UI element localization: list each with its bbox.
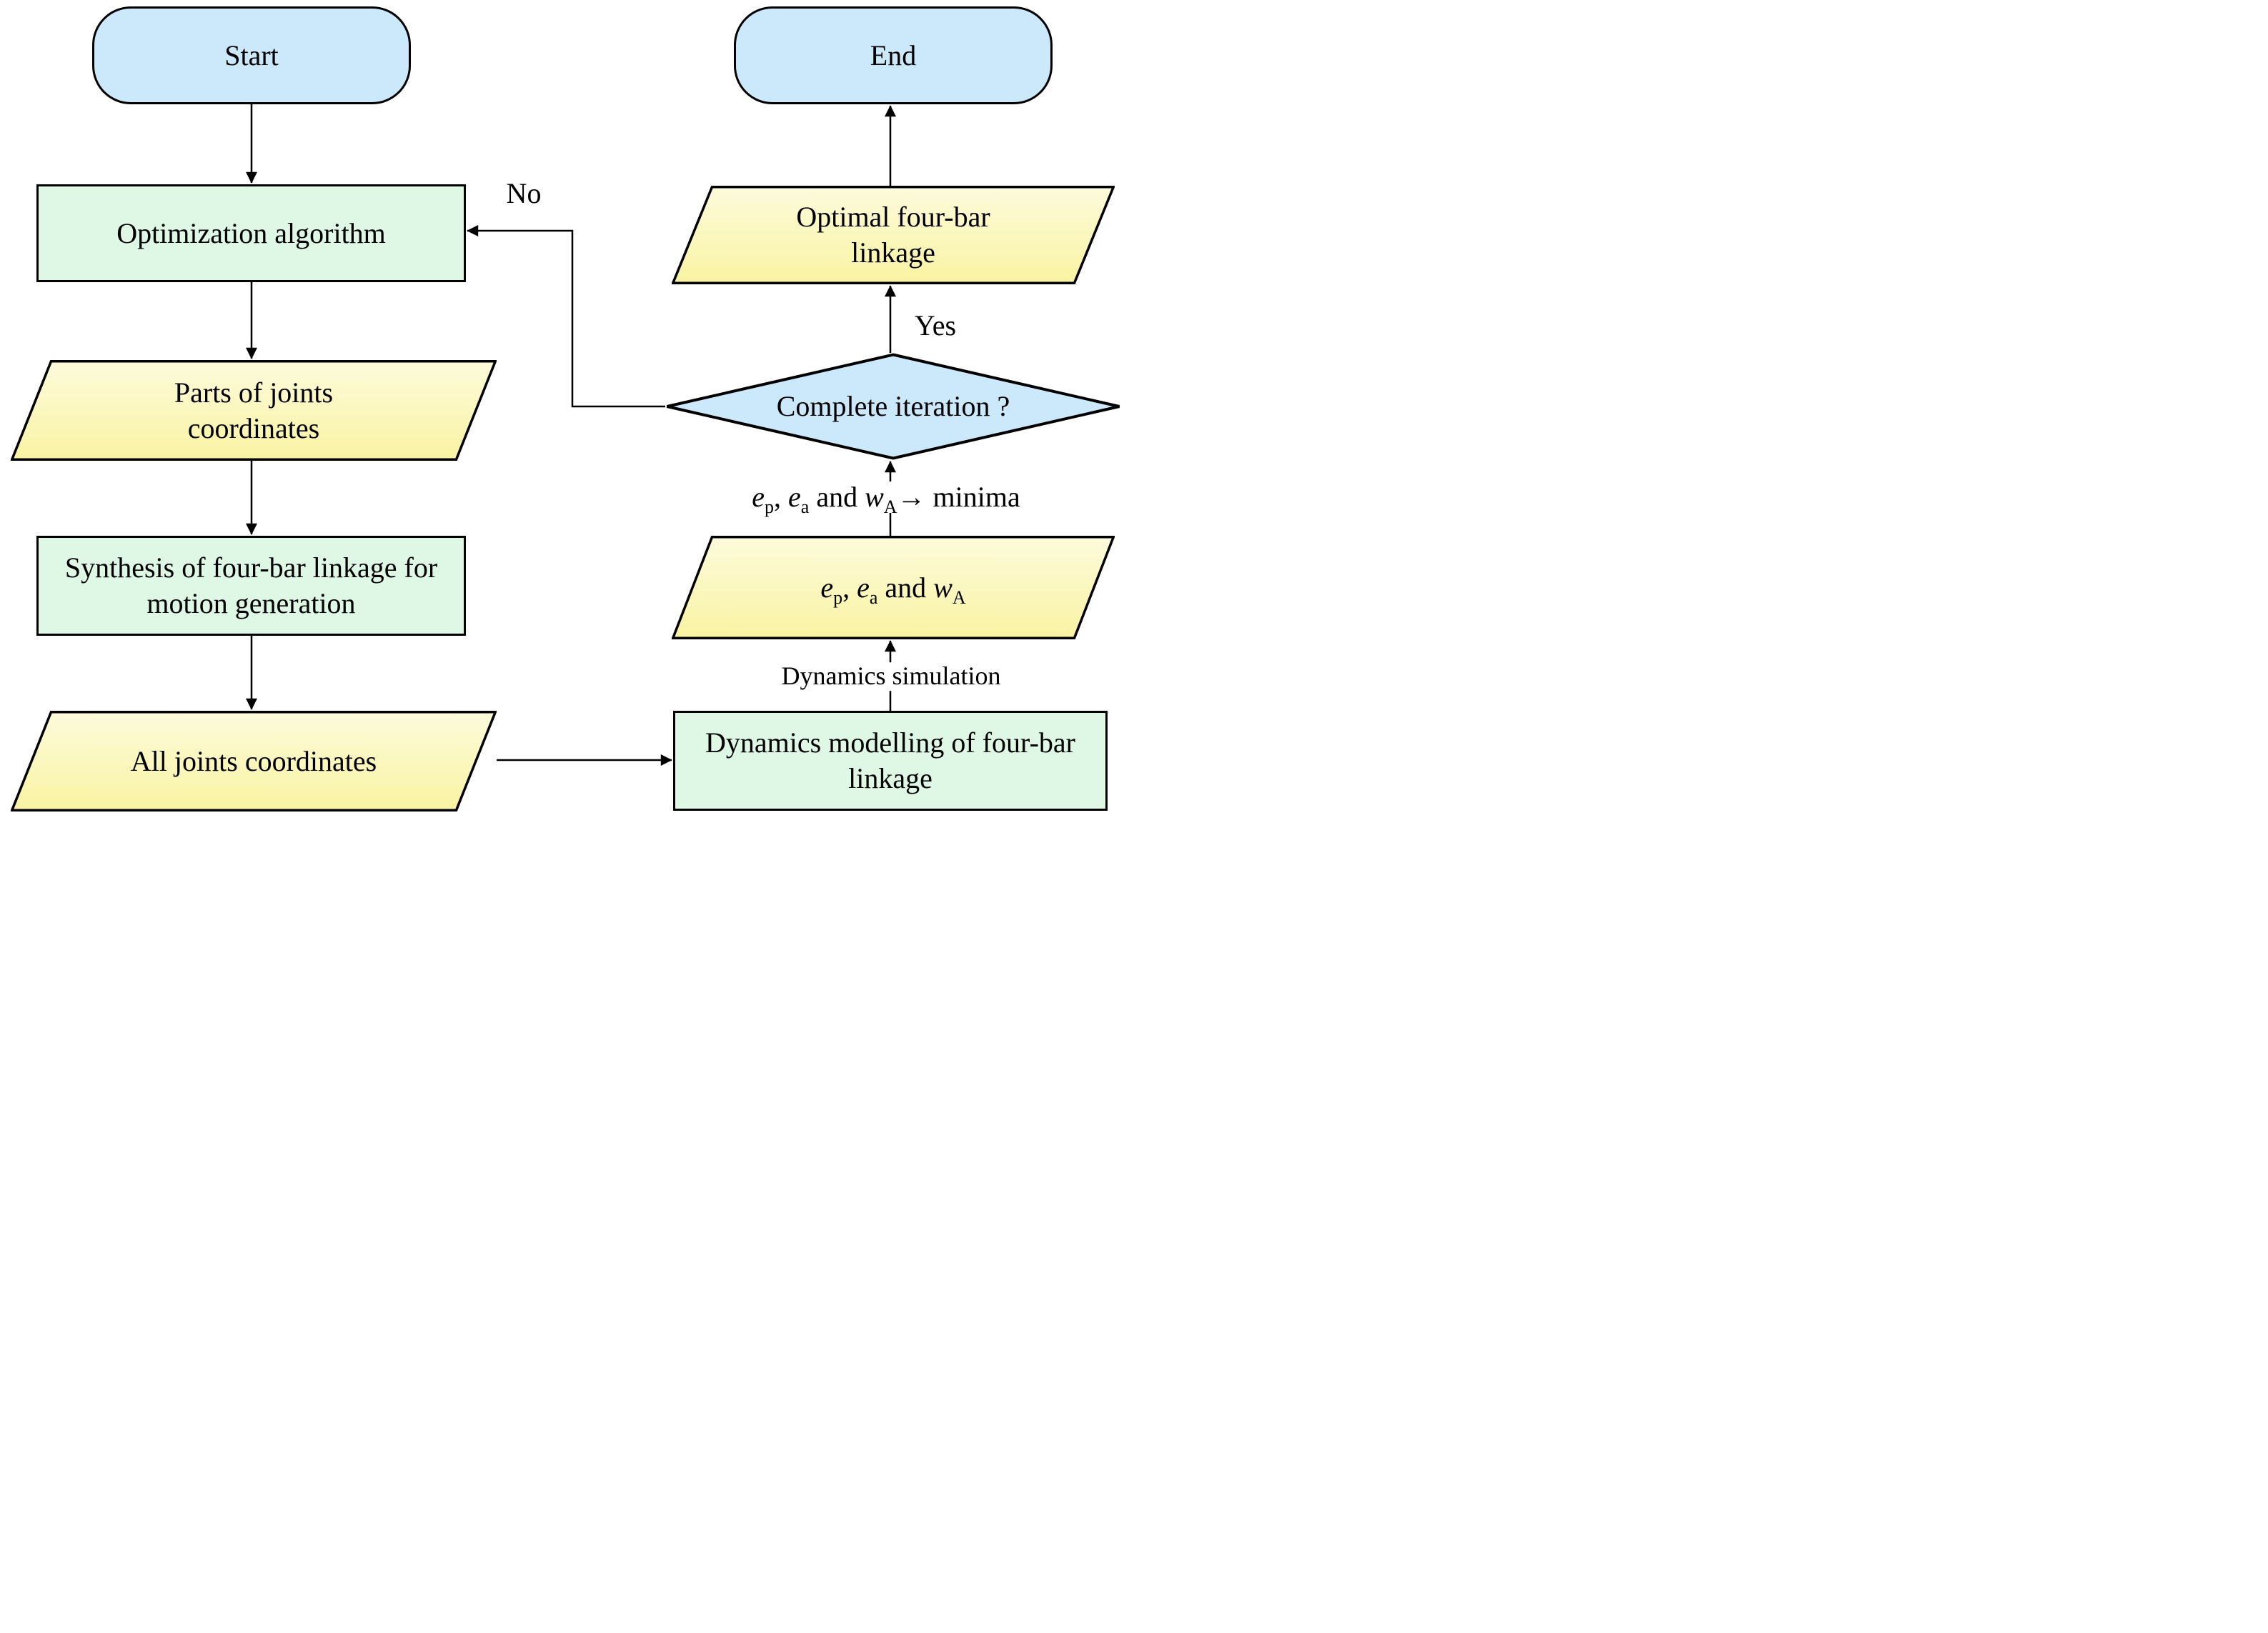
node-dynamics-line2: linkage — [848, 762, 932, 794]
node-synthesis-line2: motion generation — [146, 587, 356, 619]
minima-comma: , — [774, 481, 788, 513]
metrics-sub3: A — [952, 586, 966, 608]
node-optimization-label: Optimization algorithm — [116, 216, 386, 249]
minima-and: and — [809, 481, 865, 513]
node-end: End — [734, 6, 1053, 104]
node-decision-label: Complete iteration ? — [776, 390, 1010, 422]
diamond-shape — [667, 353, 1120, 460]
node-metrics-output: ep, ea and wA — [672, 536, 1115, 639]
node-dynamics-modelling: Dynamics modelling of four-bar linkage — [673, 711, 1108, 811]
node-all-joints-label: All joints coordinates — [130, 744, 377, 777]
edge-label-yes: Yes — [908, 310, 963, 341]
flowchart-canvas: No Yes Dynamics simulation ep, ea and wA… — [0, 0, 1134, 816]
minima-e2: e — [788, 481, 801, 513]
edge-label-metrics-minima: ep, ea and wA→ minima — [746, 481, 1026, 516]
node-all-joints-coordinates: All joints coordinates — [11, 711, 497, 811]
minima-arrow-text: → minima — [897, 481, 1020, 513]
metrics-comma: , — [842, 571, 857, 604]
node-complete-iteration-decision: Complete iteration ? — [665, 353, 1121, 460]
node-start-label: Start — [224, 39, 279, 71]
parallelogram-shape — [672, 536, 1115, 639]
minima-w: w — [865, 481, 884, 513]
node-synthesis-four-bar: Synthesis of four-bar linkage for motion… — [36, 536, 466, 636]
parallelogram-shape — [11, 360, 497, 461]
node-end-label: End — [870, 39, 917, 71]
metrics-e1: e — [820, 571, 834, 604]
minima-sub2: a — [800, 496, 810, 517]
node-parts-line1: Parts of joints — [174, 376, 334, 409]
node-parts-of-joints-coordinates: Parts of joints coordinates — [11, 360, 497, 461]
node-optimal-line2: linkage — [851, 236, 935, 269]
node-parts-line2: coordinates — [187, 411, 320, 444]
parallelogram-shape — [672, 186, 1115, 284]
node-metrics-label: ep, ea and wA — [820, 570, 966, 608]
metrics-e2: e — [857, 571, 870, 604]
metrics-sub2: a — [869, 586, 878, 608]
edge-decision-no-to-optimization — [467, 225, 665, 408]
metrics-sub1: p — [833, 586, 843, 608]
minima-sub1: p — [765, 496, 774, 517]
parallelogram-shape — [11, 711, 497, 811]
node-synthesis-line1: Synthesis of four-bar linkage for — [64, 551, 438, 584]
node-optimal-four-bar-linkage: Optimal four-bar linkage — [672, 186, 1115, 284]
node-optimal-line1: Optimal four-bar — [796, 201, 990, 233]
minima-sub3: A — [883, 496, 897, 517]
metrics-w: w — [933, 571, 953, 604]
node-dynamics-line1: Dynamics modelling of four-bar — [705, 726, 1075, 759]
edge-label-no: No — [500, 178, 547, 209]
metrics-and: and — [877, 571, 934, 604]
edge-label-dynamics-simulation: Dynamics simulation — [775, 662, 1007, 691]
node-start: Start — [92, 6, 411, 104]
node-optimization-algorithm: Optimization algorithm — [36, 184, 466, 282]
minima-e1: e — [752, 481, 765, 513]
